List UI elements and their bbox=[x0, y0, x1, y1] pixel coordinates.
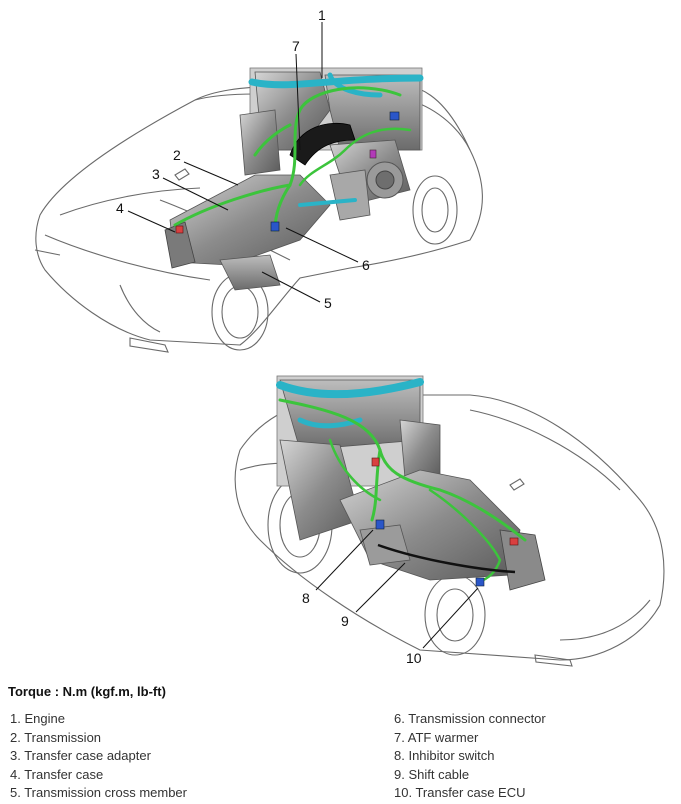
leader-4 bbox=[127, 210, 176, 233]
diagram-figure: 1 7 2 3 4 6 5 8 9 10 bbox=[34, 7, 665, 667]
callout-10: 10 bbox=[406, 650, 422, 666]
callout-6: 6 bbox=[362, 257, 370, 273]
top-harness bbox=[173, 72, 424, 232]
callout-3: 3 bbox=[152, 166, 160, 182]
leader-9 bbox=[355, 562, 406, 613]
leader-10 bbox=[422, 587, 479, 649]
legend-left-column: 1. Engine 2. Transmission 3. Transfer ca… bbox=[10, 710, 187, 803]
callout-2: 2 bbox=[173, 147, 181, 163]
top-connector-6 bbox=[270, 221, 280, 232]
legend-item: 7. ATF warmer bbox=[394, 729, 479, 745]
legend-item: 8. Inhibitor switch bbox=[394, 748, 495, 763]
top-car-view bbox=[34, 22, 483, 353]
legend-item: 2. Transmission bbox=[10, 729, 102, 745]
legend-item: 5. Transmission cross member bbox=[10, 785, 187, 800]
legend-item: 10. Transfer case ECU bbox=[394, 785, 526, 800]
legend-item: 1. Engine bbox=[10, 711, 65, 726]
bottom-car-view bbox=[234, 375, 665, 667]
leader-8 bbox=[315, 529, 374, 591]
callout-5: 5 bbox=[324, 295, 332, 311]
top-leader-lines bbox=[127, 22, 359, 303]
diagram-svg: 1 7 2 3 4 6 5 8 9 10 bbox=[34, 7, 665, 667]
callout-7: 7 bbox=[292, 38, 300, 54]
leader-6 bbox=[285, 227, 359, 263]
bottom-shift-cable bbox=[377, 543, 516, 574]
callout-8: 8 bbox=[302, 590, 310, 606]
legend-item: 6. Transmission connector bbox=[394, 711, 546, 726]
bottom-harness bbox=[276, 378, 527, 584]
leader-3 bbox=[162, 177, 229, 211]
callout-1: 1 bbox=[318, 7, 326, 23]
top-atf-warmer bbox=[289, 122, 356, 166]
bottom-connector-8 bbox=[375, 519, 385, 530]
legend-right-column: 6. Transmission connector 7. ATF warmer … bbox=[394, 710, 546, 803]
torque-title: Torque : N.m (kgf.m, lb-ft) bbox=[8, 684, 166, 699]
legend-item: 4. Transfer case bbox=[10, 766, 104, 782]
legend-item: 3. Transfer case adapter bbox=[10, 748, 151, 763]
legend-item: 9. Shift cable bbox=[394, 766, 470, 782]
callout-4: 4 bbox=[116, 200, 124, 216]
callout-9: 9 bbox=[341, 613, 349, 629]
leader-5 bbox=[261, 271, 321, 303]
bottom-leader-lines bbox=[315, 529, 479, 649]
callout-labels: 1 7 2 3 4 6 5 8 9 10 bbox=[116, 7, 422, 666]
leader-7 bbox=[295, 53, 301, 151]
top-connector-red bbox=[175, 225, 184, 234]
bottom-connector-10 bbox=[475, 577, 485, 587]
leader-2 bbox=[183, 161, 239, 186]
top-transmission bbox=[164, 169, 371, 291]
